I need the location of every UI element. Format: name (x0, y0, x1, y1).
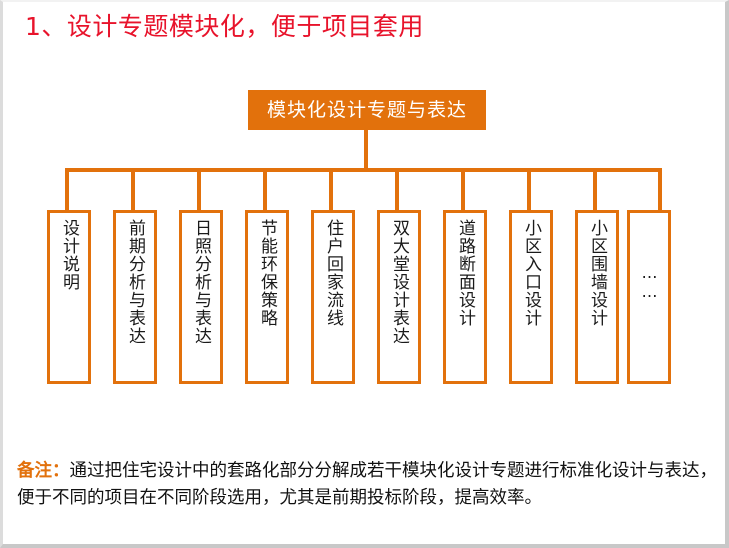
diagram-node-10[interactable]: …… (627, 210, 671, 384)
connector-root-vertical (364, 130, 368, 170)
diagram-node-9-label-wrap: 小区围墙设计 (578, 219, 616, 327)
diagram-node-10-label: …… (640, 263, 659, 301)
diagram-node-3[interactable]: 日照分析与表达 (179, 210, 223, 384)
page-title: 1、设计专题模块化，便于项目套用 (25, 12, 424, 41)
connector-drop-4 (263, 168, 267, 212)
connector-drop-5 (329, 168, 333, 212)
diagram-node-1-label-wrap: 设计说明 (50, 219, 88, 291)
diagram-node-9-label: 小区围墙设计 (587, 219, 607, 327)
connector-drop-7 (461, 168, 465, 212)
diagram-node-1-label: 设计说明 (59, 219, 79, 291)
diagram-node-1[interactable]: 设计说明 (47, 210, 91, 384)
connector-drop-3 (197, 168, 201, 212)
diagram-node-7-label: 道路断面设计 (455, 219, 475, 327)
diagram-node-7[interactable]: 道路断面设计 (443, 210, 487, 384)
footer-note: 备注：通过把住宅设计中的套路化部分分解成若干模块化设计专题进行标准化设计与表达，… (17, 458, 717, 512)
slide-canvas: 1、设计专题模块化，便于项目套用 模块化设计专题与表达 设计说明 前期分析与表达… (3, 2, 725, 544)
diagram-node-2-label-wrap: 前期分析与表达 (116, 219, 154, 345)
diagram-node-6-label: 双大堂设计表达 (389, 219, 409, 345)
diagram-node-7-label-wrap: 道路断面设计 (446, 219, 484, 327)
diagram-node-2-label: 前期分析与表达 (125, 219, 145, 345)
diagram-node-4-label-wrap: 节能环保策略 (248, 219, 286, 327)
diagram-node-8[interactable]: 小区入口设计 (509, 210, 553, 384)
connector-drop-8 (527, 168, 531, 212)
diagram-node-4[interactable]: 节能环保策略 (245, 210, 289, 384)
diagram-node-2[interactable]: 前期分析与表达 (113, 210, 157, 384)
diagram-node-3-label-wrap: 日照分析与表达 (182, 219, 220, 345)
footer-note-label: 备注： (17, 461, 70, 481)
diagram-node-10-label-wrap: …… (630, 263, 668, 301)
diagram-node-5[interactable]: 住户回家流线 (311, 210, 355, 384)
diagram-node-4-label: 节能环保策略 (257, 219, 277, 327)
connector-drop-6 (395, 168, 399, 212)
connector-drop-2 (131, 168, 135, 212)
footer-note-text: 通过把住宅设计中的套路化部分分解成若干模块化设计专题进行标准化设计与表达，便于不… (17, 461, 717, 508)
diagram-root-node: 模块化设计专题与表达 (248, 90, 486, 130)
diagram-node-5-label: 住户回家流线 (323, 219, 343, 327)
diagram-node-8-label: 小区入口设计 (521, 219, 541, 327)
connector-drop-1 (65, 168, 69, 212)
diagram-node-6-label-wrap: 双大堂设计表达 (380, 219, 418, 345)
diagram-node-5-label-wrap: 住户回家流线 (314, 219, 352, 327)
diagram-node-9[interactable]: 小区围墙设计 (575, 210, 619, 384)
diagram-node-6[interactable]: 双大堂设计表达 (377, 210, 421, 384)
connector-drop-10 (658, 168, 662, 212)
connector-horizontal-bus (65, 168, 662, 172)
diagram-node-8-label-wrap: 小区入口设计 (512, 219, 550, 327)
diagram-node-3-label: 日照分析与表达 (191, 219, 211, 345)
connector-drop-9 (593, 168, 597, 212)
